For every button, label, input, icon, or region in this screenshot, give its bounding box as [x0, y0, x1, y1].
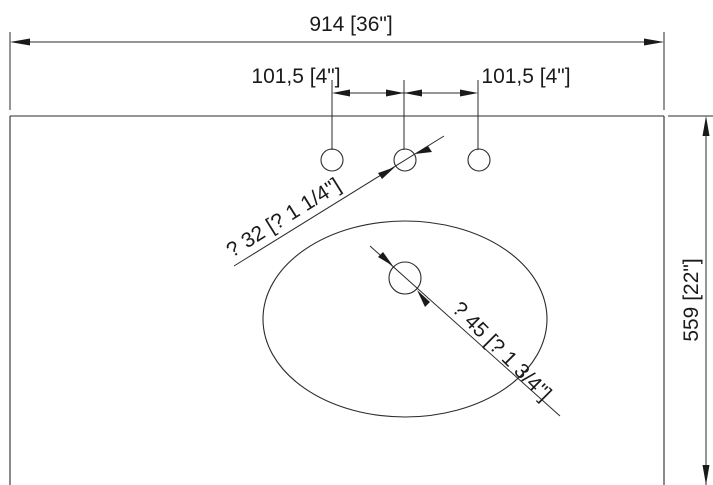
faucet-hole-right [467, 148, 491, 172]
arrowhead [404, 89, 422, 97]
arrowhead [460, 89, 478, 97]
faucet-hole-center [393, 148, 417, 172]
faucet-spacing-dimension: 101,5 [4"] 101,5 [4"] [251, 65, 571, 150]
arrowhead-top [702, 116, 710, 136]
overall-width-label: 914 [36"] [309, 13, 392, 36]
left-spacing-label: 101,5 [4"] [251, 65, 340, 88]
sink-basin [262, 220, 548, 418]
faucet-holes [320, 148, 491, 172]
overall-width-dimension: 914 [36"] [9, 13, 665, 110]
arrowhead [415, 146, 432, 154]
countertop-outline [9, 115, 665, 485]
faucet-hole-diameter-callout: ? 32 [? 1 1/4"] [222, 135, 445, 267]
arrowhead [417, 290, 430, 307]
arrowhead-left [10, 38, 30, 46]
arrowhead [386, 89, 404, 97]
overall-depth-dimension: 559 [22"] [668, 115, 713, 485]
arrowhead [332, 89, 350, 97]
right-spacing-label: 101,5 [4"] [481, 65, 570, 88]
arrowhead-bottom [702, 465, 710, 485]
drain-hole [388, 261, 422, 295]
overall-depth-label: 559 [22"] [680, 258, 703, 341]
faucet-hole-left [320, 148, 344, 172]
arrowhead [378, 252, 393, 266]
faucet-hole-label: ? 32 [? 1 1/4"] [222, 174, 344, 262]
arrowhead-right [644, 38, 664, 46]
arrowhead [378, 167, 395, 179]
drain-hole-diameter-callout: ? 45 [? 1 3/4"] [369, 245, 561, 417]
